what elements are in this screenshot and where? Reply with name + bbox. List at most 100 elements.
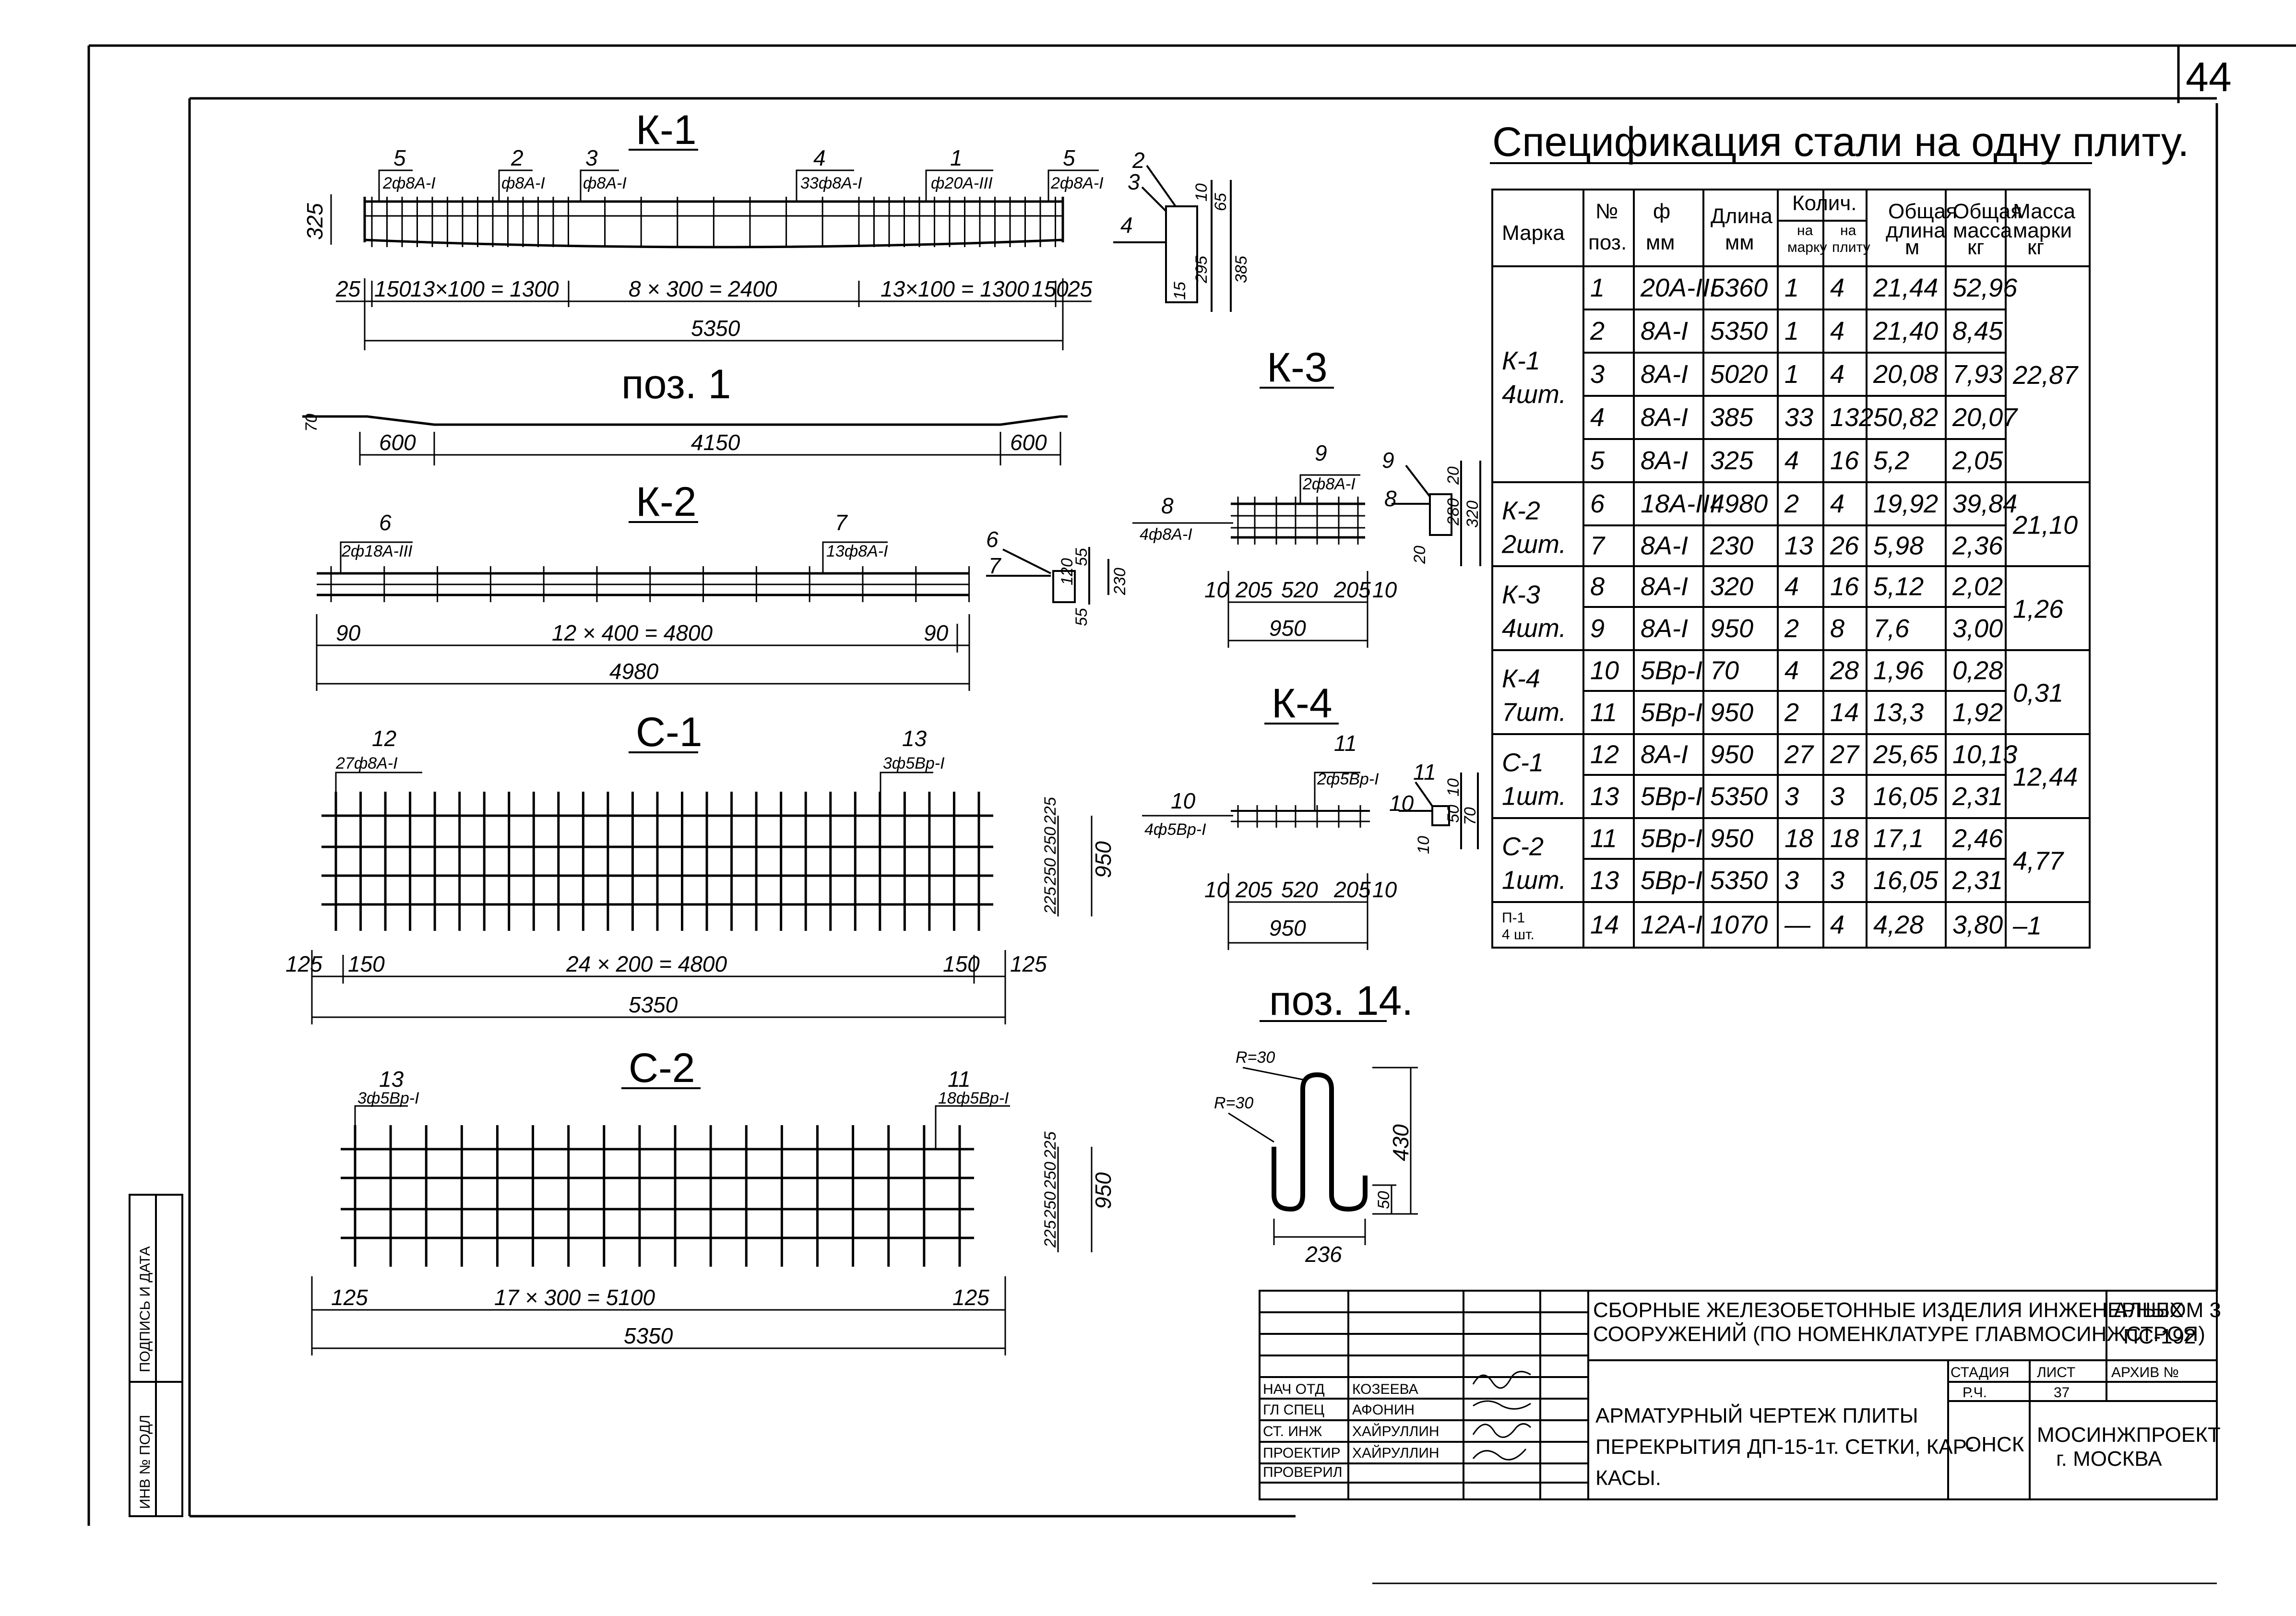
- spec-cell: 320: [1710, 572, 1753, 601]
- spec-cell: 4,28: [1873, 911, 1924, 939]
- spec-cell: 20,08: [1873, 360, 1938, 389]
- bar-pos1: поз. 1 70 600 4150 600: [302, 361, 1068, 465]
- k3-dim-950: 950: [1269, 616, 1306, 641]
- spec-group-mass: 1,26: [2013, 595, 2064, 624]
- spec-h-tmass1: Общая: [1953, 200, 2022, 223]
- spec-cell: 39,84: [1952, 489, 2017, 518]
- k4-dim-205a: 205: [1235, 877, 1273, 902]
- spec-cell: 4: [1784, 446, 1799, 475]
- k1-sec-65: 65: [1212, 193, 1230, 211]
- pos14-title: поз. 14.: [1269, 978, 1413, 1024]
- k1-dim-25b: 25: [1067, 276, 1093, 301]
- spec-h-pos1: №: [1595, 200, 1618, 223]
- k1-sec-4: 4: [1120, 213, 1133, 238]
- spec-cell: 20А-III: [1640, 273, 1717, 302]
- spec-cell: 4: [1590, 403, 1605, 432]
- spec-cell: 8А-I: [1641, 740, 1688, 769]
- spec-cell: 2,31: [1952, 866, 2003, 895]
- tb-person-name: ХАЙРУЛЛИН: [1352, 1445, 1439, 1461]
- k1-dim-13x100b: 13×100 = 1300: [880, 276, 1029, 301]
- k1-dim-325: 325: [302, 203, 327, 240]
- k1-tag-2: 2: [511, 145, 523, 170]
- c2-title: С-2: [629, 1045, 695, 1091]
- k3-section: [1392, 461, 1481, 566]
- spec-cell: 13: [1784, 532, 1813, 560]
- spec-cell: 2,02: [1952, 572, 2003, 601]
- k4-tag-11-bar: 2ф5Вр-I: [1317, 770, 1379, 788]
- spec-h-qtys1: на: [1840, 223, 1856, 238]
- spec-group-mass: 4,77: [2013, 847, 2064, 876]
- spec-h-tlen3: м: [1905, 236, 1919, 259]
- spec-title: Спецификация стали на одну плиту.: [1492, 119, 2189, 165]
- tb-org-line1: СБОРНЫЕ ЖЕЛЕЗОБЕТОННЫЕ ИЗДЕЛИЯ ИНЖЕНЕРНЫ…: [1593, 1298, 2184, 1322]
- pos1-dim-600a: 600: [379, 430, 416, 455]
- pos14-r30b: R=30: [1214, 1094, 1253, 1112]
- k1-tag-3-bar: ф8А-I: [583, 174, 627, 192]
- spec-cell: 5350: [1710, 782, 1768, 811]
- spec-cell: 385: [1710, 403, 1754, 432]
- spec-cell: 12: [1590, 740, 1619, 769]
- c2-grid: [341, 1125, 974, 1267]
- spec-cell: 3: [1590, 360, 1605, 389]
- c2-dim-17x300: 17 × 300 = 5100: [494, 1285, 655, 1310]
- c1-dim-125b: 125: [1010, 951, 1047, 976]
- left-margin-strip: [129, 1194, 183, 1517]
- k1-sec-3: 3: [1128, 169, 1140, 194]
- k2-dim-12x400: 12 × 400 = 4800: [552, 620, 713, 645]
- k1-tag-2-bar: ф8А-I: [501, 174, 545, 192]
- tb-sheet-label: ЛИСТ: [2037, 1365, 2075, 1380]
- spec-group-mass: 12,44: [2013, 763, 2078, 792]
- spec-h-mmass3: кг: [2027, 236, 2044, 259]
- c1-tag-12: 12: [372, 726, 396, 751]
- spec-group-mark: С-2: [1502, 832, 1544, 861]
- c1-side-250b: 250: [1041, 827, 1059, 855]
- k1-sec-2: 2: [1132, 148, 1145, 173]
- spec-cell: 16,05: [1873, 866, 1939, 895]
- spec-cell: 4980: [1710, 489, 1768, 518]
- spec-cell: 27: [1784, 740, 1814, 769]
- spec-cell: 13: [1590, 782, 1619, 811]
- k4-tag-10-bar: 4ф5Вр-I: [1144, 820, 1206, 839]
- spec-group-mass: 21,10: [2012, 511, 2078, 540]
- c1-dim-125a: 125: [286, 951, 322, 976]
- k4-sec-70: 70: [1461, 807, 1479, 825]
- spec-cell: 26: [1830, 532, 1859, 560]
- k4-sec-10: 10: [1389, 791, 1414, 816]
- spec-group-count: 4 шт.: [1502, 927, 1535, 943]
- pos14-loop: [1272, 1072, 1368, 1212]
- k3-sec-280: 280: [1444, 498, 1463, 526]
- k2-sec-6: 6: [986, 527, 999, 552]
- spec-cell: 1: [1784, 273, 1799, 302]
- k4-sec-50: 50: [1444, 805, 1463, 823]
- spec-h-qtys2: плиту: [1832, 239, 1870, 255]
- pos1-dim-600b: 600: [1010, 430, 1047, 455]
- spec-cell: 230: [1710, 532, 1753, 560]
- spec-group-count: 4шт.: [1502, 380, 1566, 409]
- tb-sheet: 37: [2054, 1385, 2070, 1401]
- k2-sec-55b: 55: [1072, 608, 1091, 626]
- signatures: [1472, 1371, 1532, 1461]
- c2-tag-11-bar: 18ф5Вр-I: [938, 1089, 1009, 1107]
- k2-stirrups: [330, 566, 970, 602]
- k3-tag-9-bar: 2ф8А-I: [1302, 475, 1356, 493]
- spec-cell: 2,36: [1952, 532, 2003, 560]
- spec-cell: 21,44: [1873, 273, 1938, 302]
- spec-cell: 50,82: [1873, 403, 1938, 432]
- spec-cell: 21,40: [1873, 317, 1938, 345]
- k2-section: [986, 547, 1109, 605]
- c1-title: С-1: [636, 709, 702, 755]
- k1-tag-5b-bar: 2ф8А-I: [1050, 174, 1104, 192]
- c2-tag-13-bar: 3ф5Вр-I: [357, 1089, 419, 1107]
- spec-cell: 2,46: [1952, 824, 2003, 853]
- spec-group-mark: П-1: [1502, 910, 1525, 926]
- k2-dim-90a: 90: [336, 620, 361, 645]
- c2-tag-11: 11: [948, 1067, 971, 1092]
- sign-date-label: ПОДПИСЬ И ДАТА: [137, 1246, 153, 1372]
- spec-cell: 4: [1784, 656, 1799, 685]
- spec-cell: 950: [1710, 824, 1753, 853]
- spec-h-mmass2: марки: [2013, 219, 2072, 242]
- spec-cell: 13,3: [1873, 698, 1924, 727]
- k3-tag-8-bar: 4ф8А-I: [1140, 525, 1192, 544]
